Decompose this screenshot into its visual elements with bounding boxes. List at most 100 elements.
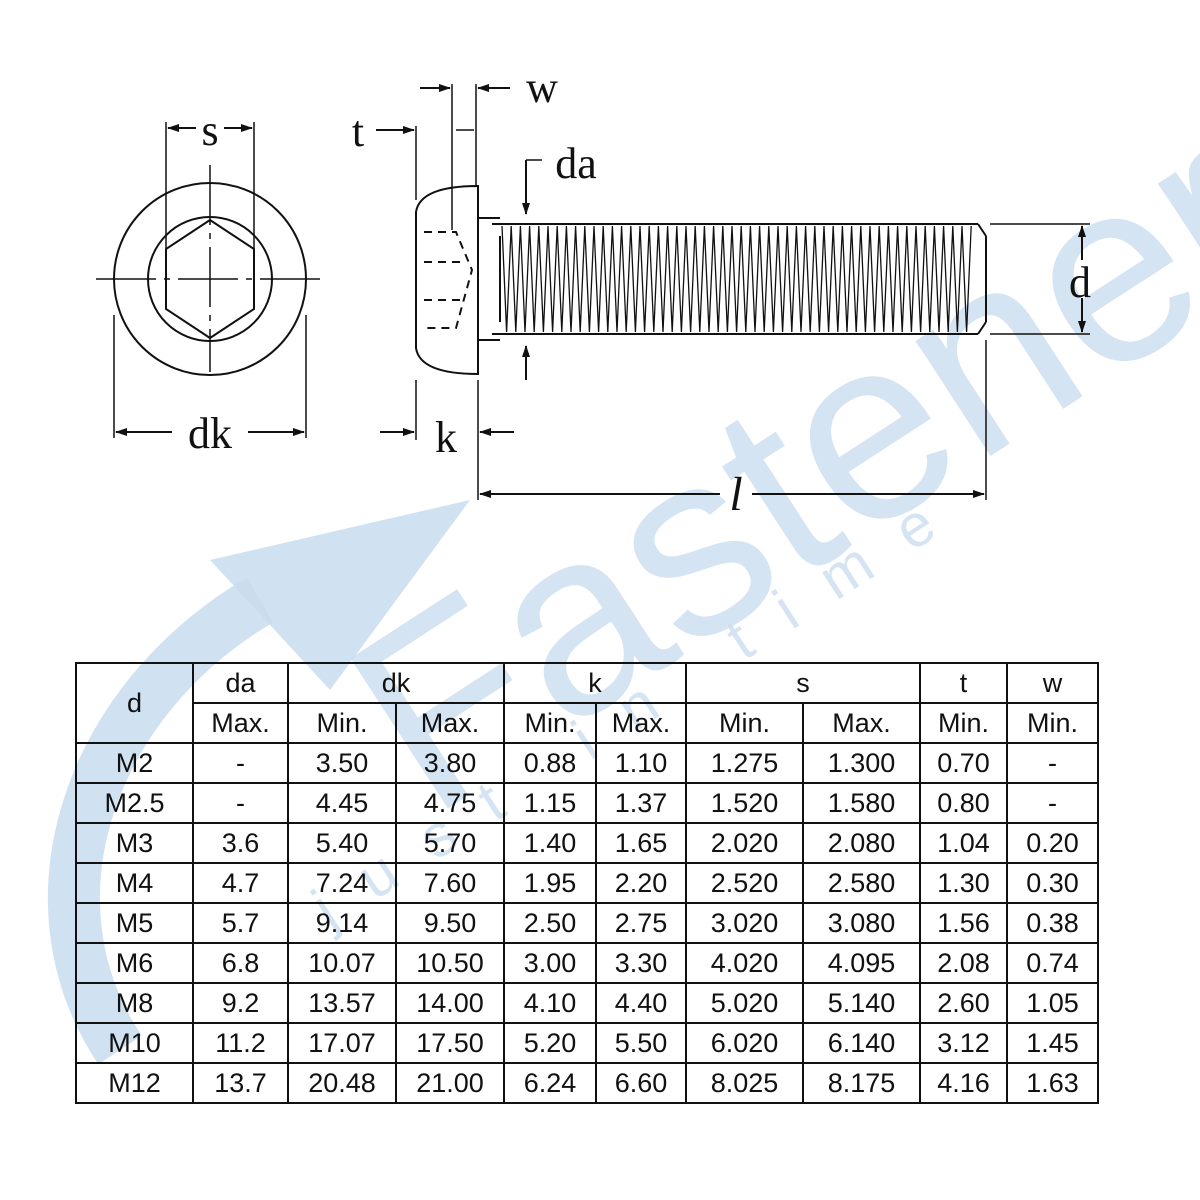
table-header-row: d da dk k s t w bbox=[75, 662, 1099, 744]
value-cell: 5.70 bbox=[395, 822, 505, 864]
size-cell: M5 bbox=[75, 902, 194, 944]
value-cell: 4.40 bbox=[595, 982, 687, 1024]
label-k: k bbox=[435, 413, 457, 462]
value-cell: 9.2 bbox=[192, 982, 289, 1024]
value-cell: 5.140 bbox=[802, 982, 921, 1024]
value-cell: 5.7 bbox=[192, 902, 289, 944]
label-dk: dk bbox=[188, 409, 232, 458]
value-cell: 2.50 bbox=[503, 902, 597, 944]
subheader-s-min: Min. bbox=[685, 702, 804, 744]
subheader-da-max: Max. bbox=[192, 702, 289, 744]
value-cell: 1.45 bbox=[1006, 1022, 1099, 1064]
dimensions-table: d da dk k s t w Max. Min. Max. Min. Max.… bbox=[75, 662, 1099, 1104]
size-cell: M10 bbox=[75, 1022, 194, 1064]
screw-drawing: s dk t w da k d l bbox=[96, 63, 1091, 521]
value-cell: 8.175 bbox=[802, 1062, 921, 1104]
size-cell: M3 bbox=[75, 822, 194, 864]
value-cell: 2.080 bbox=[802, 822, 921, 864]
value-cell: 4.020 bbox=[685, 942, 804, 984]
value-cell: 1.04 bbox=[919, 822, 1008, 864]
subheader-dk-min: Min. bbox=[287, 702, 397, 744]
value-cell: 11.2 bbox=[192, 1022, 289, 1064]
value-cell: 2.20 bbox=[595, 862, 687, 904]
value-cell: 5.40 bbox=[287, 822, 397, 864]
value-cell: 1.05 bbox=[1006, 982, 1099, 1024]
value-cell: 1.30 bbox=[919, 862, 1008, 904]
value-cell: 0.80 bbox=[919, 782, 1008, 824]
value-cell: - bbox=[192, 742, 289, 784]
value-cell: 2.580 bbox=[802, 862, 921, 904]
value-cell: 5.020 bbox=[685, 982, 804, 1024]
value-cell: 3.00 bbox=[503, 942, 597, 984]
value-cell: 1.15 bbox=[503, 782, 597, 824]
value-cell: - bbox=[1006, 782, 1099, 824]
subheader-t-min: Min. bbox=[919, 702, 1008, 744]
header-dk: dk bbox=[287, 662, 505, 704]
value-cell: 4.095 bbox=[802, 942, 921, 984]
value-cell: 13.7 bbox=[192, 1062, 289, 1104]
value-cell: - bbox=[1006, 742, 1099, 784]
value-cell: 21.00 bbox=[395, 1062, 505, 1104]
value-cell: 17.50 bbox=[395, 1022, 505, 1064]
value-cell: 7.60 bbox=[395, 862, 505, 904]
header-t: t bbox=[919, 662, 1008, 704]
value-cell: 9.14 bbox=[287, 902, 397, 944]
size-cell: M6 bbox=[75, 942, 194, 984]
label-l: l bbox=[729, 468, 742, 521]
value-cell: 10.07 bbox=[287, 942, 397, 984]
label-s: s bbox=[201, 106, 218, 155]
label-w: w bbox=[526, 63, 558, 112]
thread-lines bbox=[501, 225, 972, 333]
value-cell: 1.40 bbox=[503, 822, 597, 864]
value-cell: 20.48 bbox=[287, 1062, 397, 1104]
value-cell: 6.140 bbox=[802, 1022, 921, 1064]
header-w: w bbox=[1006, 662, 1099, 704]
value-cell: 0.20 bbox=[1006, 822, 1099, 864]
header-da: da bbox=[192, 662, 289, 704]
value-cell: 0.88 bbox=[503, 742, 597, 784]
value-cell: 13.57 bbox=[287, 982, 397, 1024]
value-cell: 3.020 bbox=[685, 902, 804, 944]
value-cell: 6.60 bbox=[595, 1062, 687, 1104]
value-cell: 1.65 bbox=[595, 822, 687, 864]
value-cell: 1.520 bbox=[685, 782, 804, 824]
table-subheader-row: Max. Min. Max. Min. Max. Min. Max. Min. … bbox=[76, 702, 1099, 744]
value-cell: 1.300 bbox=[802, 742, 921, 784]
value-cell: 3.080 bbox=[802, 902, 921, 944]
subheader-w-min: Min. bbox=[1006, 702, 1099, 744]
subheader-s-max: Max. bbox=[802, 702, 921, 744]
value-cell: 0.38 bbox=[1006, 902, 1099, 944]
value-cell: 3.30 bbox=[595, 942, 687, 984]
value-cell: 4.16 bbox=[919, 1062, 1008, 1104]
label-da: da bbox=[555, 139, 597, 188]
value-cell: 2.60 bbox=[919, 982, 1008, 1024]
value-cell: 6.020 bbox=[685, 1022, 804, 1064]
size-cell: M8 bbox=[75, 982, 194, 1024]
value-cell: 2.020 bbox=[685, 822, 804, 864]
value-cell: - bbox=[192, 782, 289, 824]
value-cell: 1.10 bbox=[595, 742, 687, 784]
value-cell: 1.56 bbox=[919, 902, 1008, 944]
value-cell: 4.45 bbox=[287, 782, 397, 824]
side-view bbox=[376, 84, 1090, 500]
value-cell: 3.80 bbox=[395, 742, 505, 784]
value-cell: 9.50 bbox=[395, 902, 505, 944]
value-cell: 3.50 bbox=[287, 742, 397, 784]
size-cell: M2.5 bbox=[75, 782, 194, 824]
header-k: k bbox=[503, 662, 687, 704]
front-view bbox=[96, 122, 324, 438]
value-cell: 7.24 bbox=[287, 862, 397, 904]
header-s: s bbox=[685, 662, 921, 704]
value-cell: 3.12 bbox=[919, 1022, 1008, 1064]
value-cell: 3.6 bbox=[192, 822, 289, 864]
value-cell: 0.74 bbox=[1006, 942, 1099, 984]
header-d: d bbox=[75, 662, 194, 744]
